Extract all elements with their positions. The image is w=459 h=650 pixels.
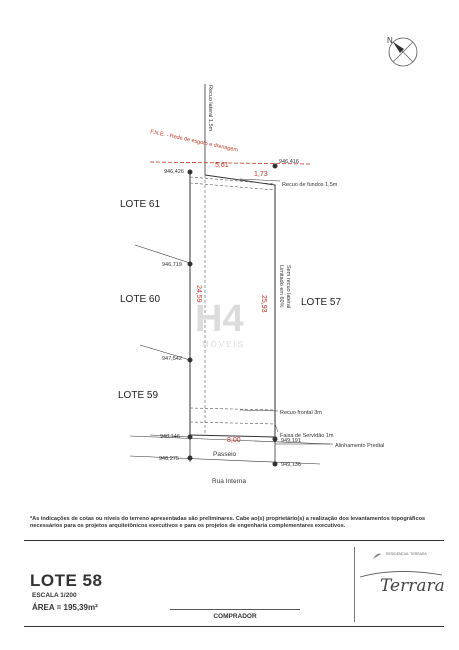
rear-setback-label: Recuo de fundos 1,5m bbox=[282, 182, 338, 188]
lot-60-label: LOTE 60 bbox=[120, 294, 160, 305]
front-setback-label: Recuo frontal 3m bbox=[280, 410, 322, 416]
preliminary-note: *As indicações de cotas ou níveis do ter… bbox=[30, 516, 426, 529]
brand-signature-swash bbox=[359, 571, 443, 578]
buyer-label: COMPRADOR bbox=[213, 613, 257, 620]
north-arrow-icon: N bbox=[387, 36, 418, 67]
lot-title: LOTE 58 bbox=[30, 571, 103, 590]
lot-59-label: LOTE 59 bbox=[118, 390, 158, 401]
elevation-markers bbox=[187, 163, 278, 467]
divider-top bbox=[24, 540, 444, 541]
property-alignment-label: Alinhamento Predial bbox=[335, 443, 384, 449]
title-block-divider bbox=[354, 547, 355, 622]
dimension-front-width: 8,00 bbox=[227, 437, 241, 444]
street-label: Rua Interna bbox=[212, 478, 246, 485]
lot-57-label: LOTE 57 bbox=[301, 297, 341, 308]
svg-text:H4: H4 bbox=[195, 298, 244, 340]
dimension-rear-width: 5,61 bbox=[215, 162, 229, 169]
lot-61-label: LOTE 61 bbox=[120, 199, 160, 210]
sidewalk-label: Passeio bbox=[213, 451, 237, 458]
no-side-setback-label: Sem recuo lateral bbox=[285, 265, 291, 308]
elevation-top-left: 946,426 bbox=[164, 169, 184, 175]
elevation-top-right: 946,416 bbox=[279, 159, 299, 165]
side-limit-label: Limitado em 60% bbox=[278, 265, 284, 308]
side-setback-label: Recuo lateral 1,5m bbox=[207, 85, 213, 132]
service-strip-label: Faixa de Servidão 1m bbox=[280, 433, 334, 439]
brand-leaf-icon bbox=[373, 553, 381, 559]
elevation-bottom-right: 949,191 bbox=[281, 438, 301, 444]
small-brand-logo: RESIDENCIAL TERRARA bbox=[386, 552, 427, 556]
scale-label: ESCALA 1/200 bbox=[32, 592, 77, 599]
elevation-street-right: 949,136 bbox=[281, 462, 301, 468]
elevation-mid-left-1: 946,719 bbox=[162, 262, 182, 268]
area-label: ÁREA = 195,39m² bbox=[32, 603, 98, 612]
elevation-bottom-left: 948,146 bbox=[160, 434, 180, 440]
signature-line bbox=[170, 609, 300, 610]
watermark-text: MÓVEIS bbox=[202, 340, 245, 349]
north-label: N bbox=[387, 36, 393, 45]
sewage-network-label: F.N.E. - Rede de esgoto e drenagem bbox=[150, 129, 239, 154]
brand-signature: Terrara bbox=[380, 576, 445, 596]
dimension-rear-offset: 1,73 bbox=[254, 171, 268, 178]
dimension-right-depth: 25,93 bbox=[260, 295, 267, 313]
divider-bottom bbox=[24, 626, 444, 627]
elevation-street-left: 948,275 bbox=[159, 456, 179, 462]
watermark-logo: H4 MÓVEIS bbox=[195, 298, 245, 349]
dimension-left-depth: 24,59 bbox=[195, 285, 202, 303]
elevation-mid-left-2: 947,542 bbox=[162, 356, 182, 362]
